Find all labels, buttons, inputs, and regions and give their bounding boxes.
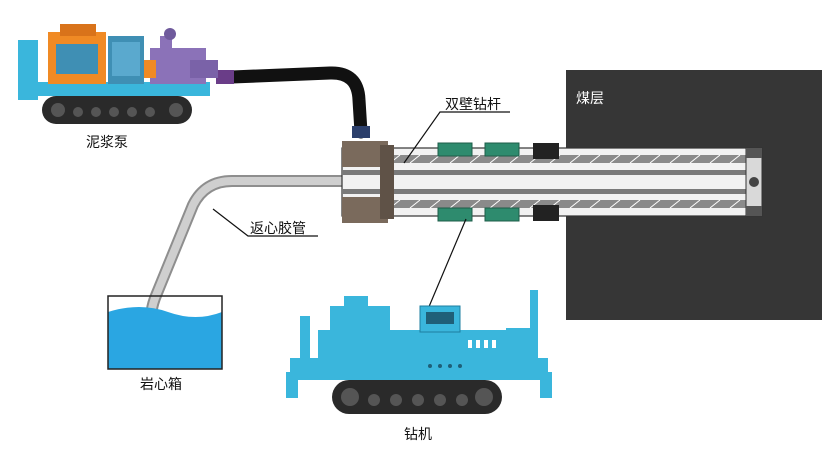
rod-clamps <box>437 142 520 222</box>
mud-pump-label: 泥浆泵 <box>86 135 128 151</box>
core-box <box>107 295 223 370</box>
drill-rig <box>286 290 552 414</box>
hose-coupling <box>352 126 370 138</box>
mud-supply-hose <box>225 66 368 139</box>
swivel-head <box>342 141 394 223</box>
mud-pump <box>18 24 218 124</box>
leader-drill-rod <box>403 111 510 164</box>
orifice-packer <box>533 143 559 221</box>
core-box-label: 岩心箱 <box>140 377 182 393</box>
coal-seam-label: 煤层 <box>576 91 604 107</box>
core-return-hose <box>145 175 351 326</box>
drill-rod-label: 双壁钻杆 <box>445 97 501 113</box>
core-return-hose-label: 返心胶管 <box>250 221 306 237</box>
leader-hose <box>212 208 318 237</box>
drill-rig-label: 钻机 <box>404 427 432 443</box>
